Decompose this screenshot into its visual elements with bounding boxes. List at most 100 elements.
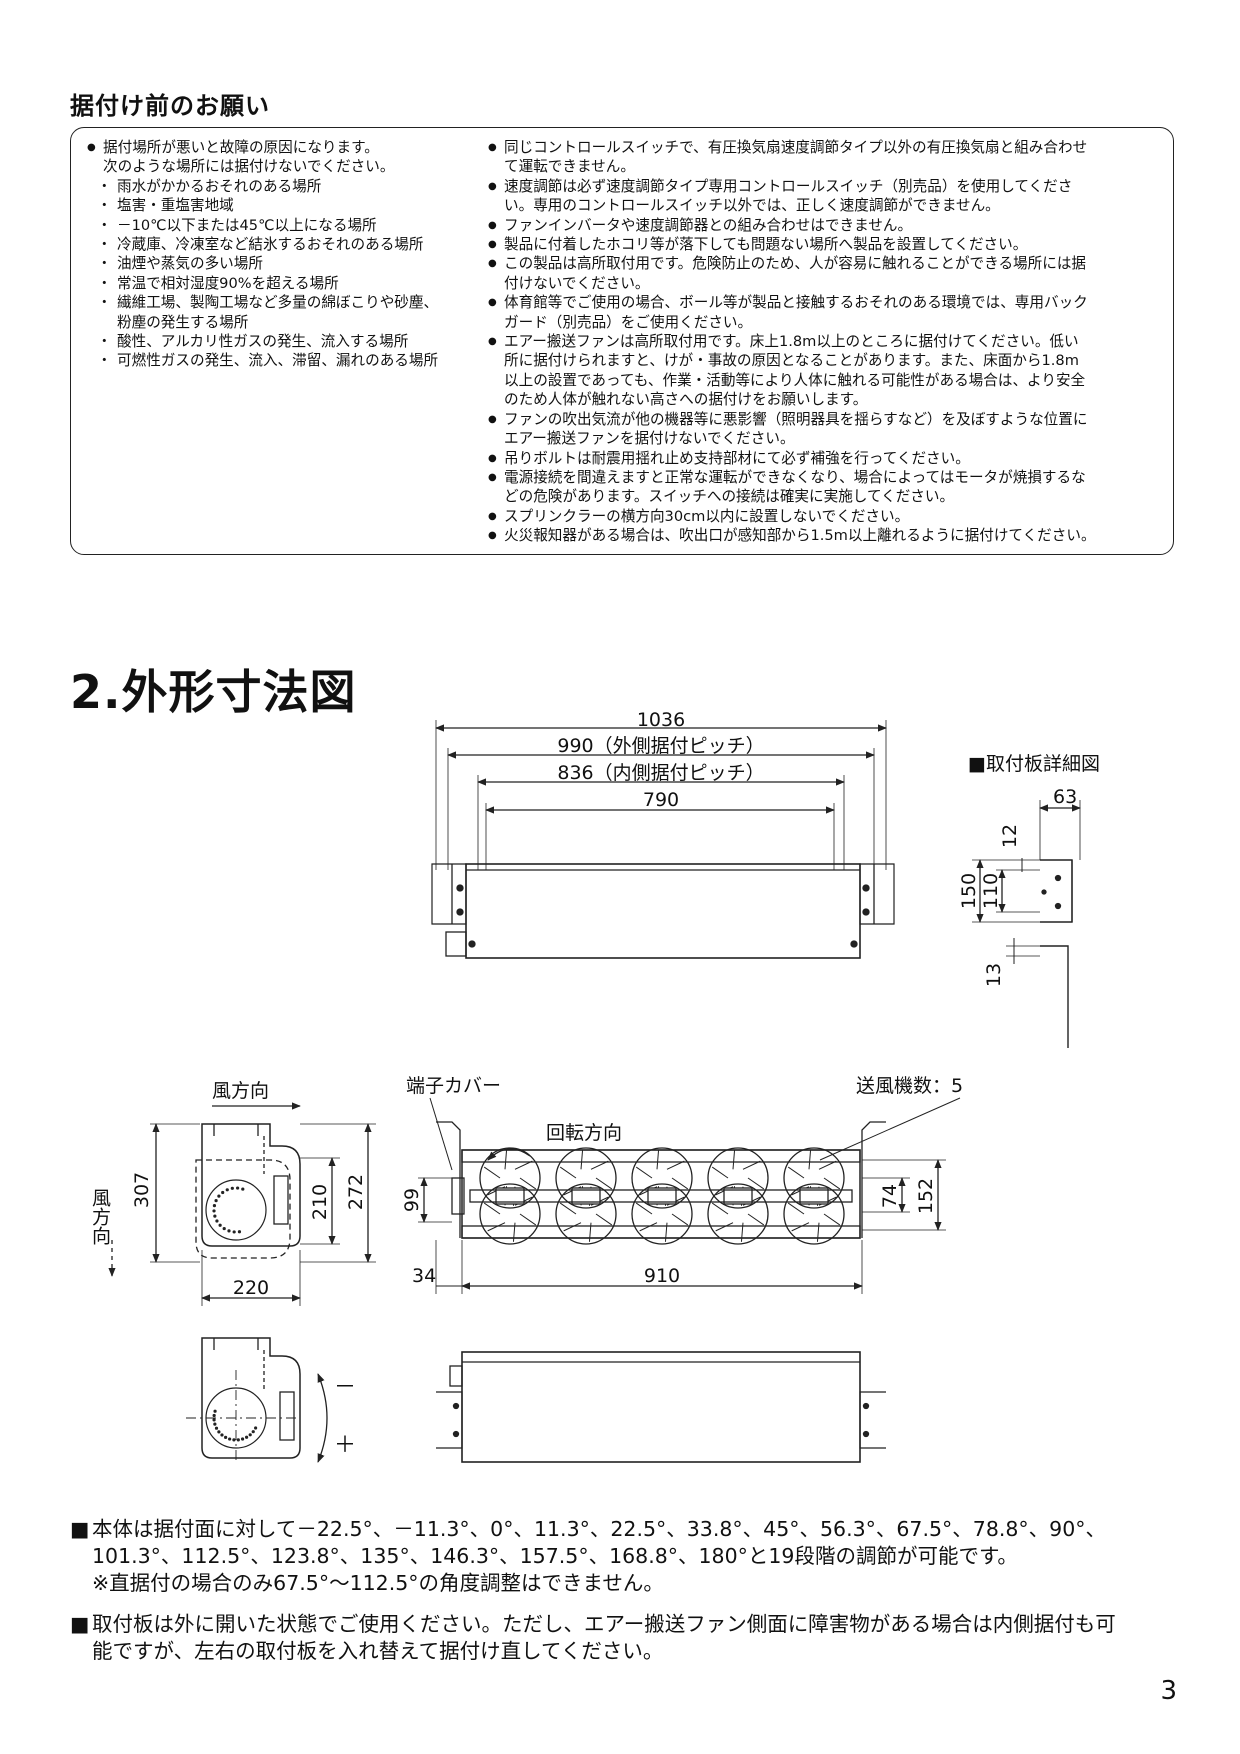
precautions-box: 据付場所が悪いと故障の原因になります。 次のような場所には据付けないでください。… xyxy=(70,127,1174,555)
fan-vane xyxy=(559,1166,577,1179)
rotation-label: 回転方向 xyxy=(546,1122,622,1144)
fan-blade xyxy=(783,1147,845,1209)
fan-vane xyxy=(590,1160,609,1170)
angle-dot xyxy=(227,1229,231,1233)
fan-blade xyxy=(555,1183,617,1245)
fan-vane xyxy=(635,1166,653,1179)
fan-blade xyxy=(707,1147,769,1209)
angle-dot xyxy=(236,1438,240,1442)
angle-dot xyxy=(254,1426,258,1430)
list-item-line: エアー搬送ファンは高所取付用です。床上1.8m以上のところに据付けてください。低… xyxy=(504,333,1079,351)
fan-vane xyxy=(740,1222,744,1242)
fan-vane xyxy=(487,1222,506,1232)
angle-dot xyxy=(236,1186,240,1190)
angle-dot xyxy=(237,1230,242,1234)
fan-count-label: 送風機数：5 xyxy=(856,1075,963,1097)
list-item: 体育館等でご使用の場合、ボール等が製品と接触するおそれのある環境では、専用バック… xyxy=(488,293,1168,332)
dim-220: 220 xyxy=(233,1277,269,1299)
list-item-line: のため人体が触れない高さへの据付けをお願いします。 xyxy=(504,391,868,409)
list-item: 雨水がかかるおそれのある場所 xyxy=(87,177,487,197)
list-item: 可燃性ガスの発生、流入、滞留、漏れのある場所 xyxy=(87,351,487,371)
list-item: 油煙や蒸気の多い場所 xyxy=(87,254,487,274)
fan-vane xyxy=(823,1177,841,1190)
dim-150: 150 xyxy=(958,873,980,909)
fan-vane xyxy=(483,1202,501,1215)
list-item: ファンの吹出気流が他の機器等に悪影響（照明器具を揺らすなど）を及ぼすような位置に… xyxy=(488,410,1168,449)
angle-dot xyxy=(213,1214,217,1218)
dim-307: 307 xyxy=(131,1172,153,1208)
fan-vane xyxy=(711,1166,729,1179)
dim-13: 13 xyxy=(983,963,1005,987)
angle-dot xyxy=(212,1418,216,1422)
fan-blade xyxy=(783,1183,845,1245)
list-item-line: 以上の設置であっても、作業・活動等により人体に触れる可能性がある場合は、より安全 xyxy=(504,371,1086,389)
fan-vane xyxy=(519,1177,537,1190)
list-item: 同じコントロールスイッチで、有圧換気扇速度調節タイプ以外の有圧換気扇と組み合わせ… xyxy=(488,138,1168,177)
fan-vane xyxy=(580,1150,584,1170)
list-item-line: 電源接続を間違えますと正常な運転ができなくなり、場合によってはモータが焼損するな xyxy=(504,468,1086,486)
angle-dot xyxy=(225,1188,229,1192)
list-item-line: エアー搬送ファンを据付けないでください。 xyxy=(504,430,795,448)
precautions-left-column: 据付場所が悪いと故障の原因になります。 次のような場所には据付けないでください。… xyxy=(87,138,487,371)
list-item: エアー搬送ファンは高所取付用です。床上1.8m以上のところに据付けてください。低… xyxy=(488,332,1168,410)
list-item: 吊りボルトは耐震用揺れ止め支持部材にて必ず補強を行ってください。 xyxy=(488,449,1168,469)
fan-vane xyxy=(563,1222,582,1232)
angle-dot xyxy=(212,1209,216,1213)
note-line: 取付板は外に開いた状態でご使用ください。ただし、エアー搬送ファン側面に障害物があ… xyxy=(92,1612,1116,1636)
fan-motor xyxy=(495,1187,525,1205)
fan-blade xyxy=(631,1147,693,1209)
dim-272: 272 xyxy=(345,1174,367,1210)
intro-line: 据付場所が悪いと故障の原因になります。 xyxy=(103,139,379,156)
fan-blade xyxy=(707,1183,769,1245)
front-view: 端子カバー 送風機数：5 回転方向 99 74 152 34 xyxy=(401,1075,963,1294)
angle-dot xyxy=(221,1190,225,1195)
angle-dot xyxy=(222,1226,226,1231)
fan-blade xyxy=(555,1147,617,1209)
angle-dot xyxy=(220,1433,224,1437)
tilt-plus: ＋ xyxy=(334,1433,356,1458)
fan-vane xyxy=(519,1213,537,1226)
fan-vane xyxy=(818,1160,837,1170)
tilt-minus: － xyxy=(334,1375,356,1400)
angle-dot xyxy=(217,1430,221,1434)
angle-dot xyxy=(213,1409,217,1413)
fan-vane xyxy=(671,1177,689,1190)
angle-dot xyxy=(218,1223,222,1227)
angle-dot xyxy=(241,1187,245,1191)
list-item: ファンインバータや速度調節器との組み合わせはできません。 xyxy=(488,216,1168,236)
list-item: 酸性、アルカリ性ガスの発生、流入する場所 xyxy=(87,332,487,352)
note-line: 能ですが、左右の取付板を入れ替えて据付け直してください。 xyxy=(92,1639,664,1663)
fan-vane xyxy=(639,1222,658,1232)
list-item-line: 所に据付けられますと、けが・事故の原因となることがあります。また、床面から1.8… xyxy=(504,352,1079,370)
dim-910: 910 xyxy=(644,1265,680,1287)
list-item: 据付場所が悪いと故障の原因になります。 次のような場所には据付けないでください。 xyxy=(87,138,487,177)
detail-title: ■取付板詳細図 xyxy=(968,753,1100,775)
list-item: －10℃以下または45℃以上になる場所 xyxy=(87,216,487,236)
list-item-line: ファンインバータや速度調節器との組み合わせはできません。 xyxy=(504,216,913,234)
section-heading-dimensions: 2.外形寸法図 xyxy=(70,665,357,719)
fan-vane xyxy=(595,1213,613,1226)
angle-dot xyxy=(214,1426,219,1430)
fan-vane xyxy=(671,1213,689,1226)
list-item: 火災報知器がある場合は、吹出口が感知部から1.5m以上離れるように据付けてくださ… xyxy=(488,526,1168,546)
angle-dot xyxy=(244,1435,249,1439)
fan-vane xyxy=(747,1213,765,1226)
mounting-plate-detail: ■取付板詳細図 63 12 150 110 13 xyxy=(958,753,1100,1048)
list-item: 塩害・重塩害地域 xyxy=(87,196,487,216)
center-rail xyxy=(469,1189,853,1203)
note-plate: 取付板は外に開いた状態でご使用ください。ただし、エアー搬送ファン側面に障害物があ… xyxy=(70,1611,1180,1665)
list-item-line: 製品に付着したホコリ等が落下しても問題ない場所へ製品を設置してください。 xyxy=(504,236,1028,254)
list-item: 繊維工場、製陶工場など多量の綿ぼこりや砂塵、 xyxy=(87,293,487,313)
angle-dot xyxy=(212,1413,216,1418)
dim-1036: 1036 xyxy=(637,709,685,731)
fan-vane xyxy=(595,1177,613,1190)
wind-direction-vertical-label: 風方向 xyxy=(89,1188,111,1245)
list-item: スプリンクラーの横方向30cm以内に設置しないでください。 xyxy=(488,507,1168,527)
side-view: 風方向 風方向 307 210 272 220 xyxy=(89,1080,376,1306)
fan-vane xyxy=(635,1202,653,1215)
fan-vane xyxy=(742,1160,761,1170)
list-item-line: 吊りボルトは耐震用揺れ止め支持部材にて必ず補強を行ってください。 xyxy=(504,449,970,467)
angle-dot xyxy=(212,1204,217,1208)
dim-34: 34 xyxy=(412,1265,436,1287)
note-line: 本体は据付面に対して－22.5°、－11.3°、0°、11.3°、22.5°、3… xyxy=(92,1517,1107,1541)
